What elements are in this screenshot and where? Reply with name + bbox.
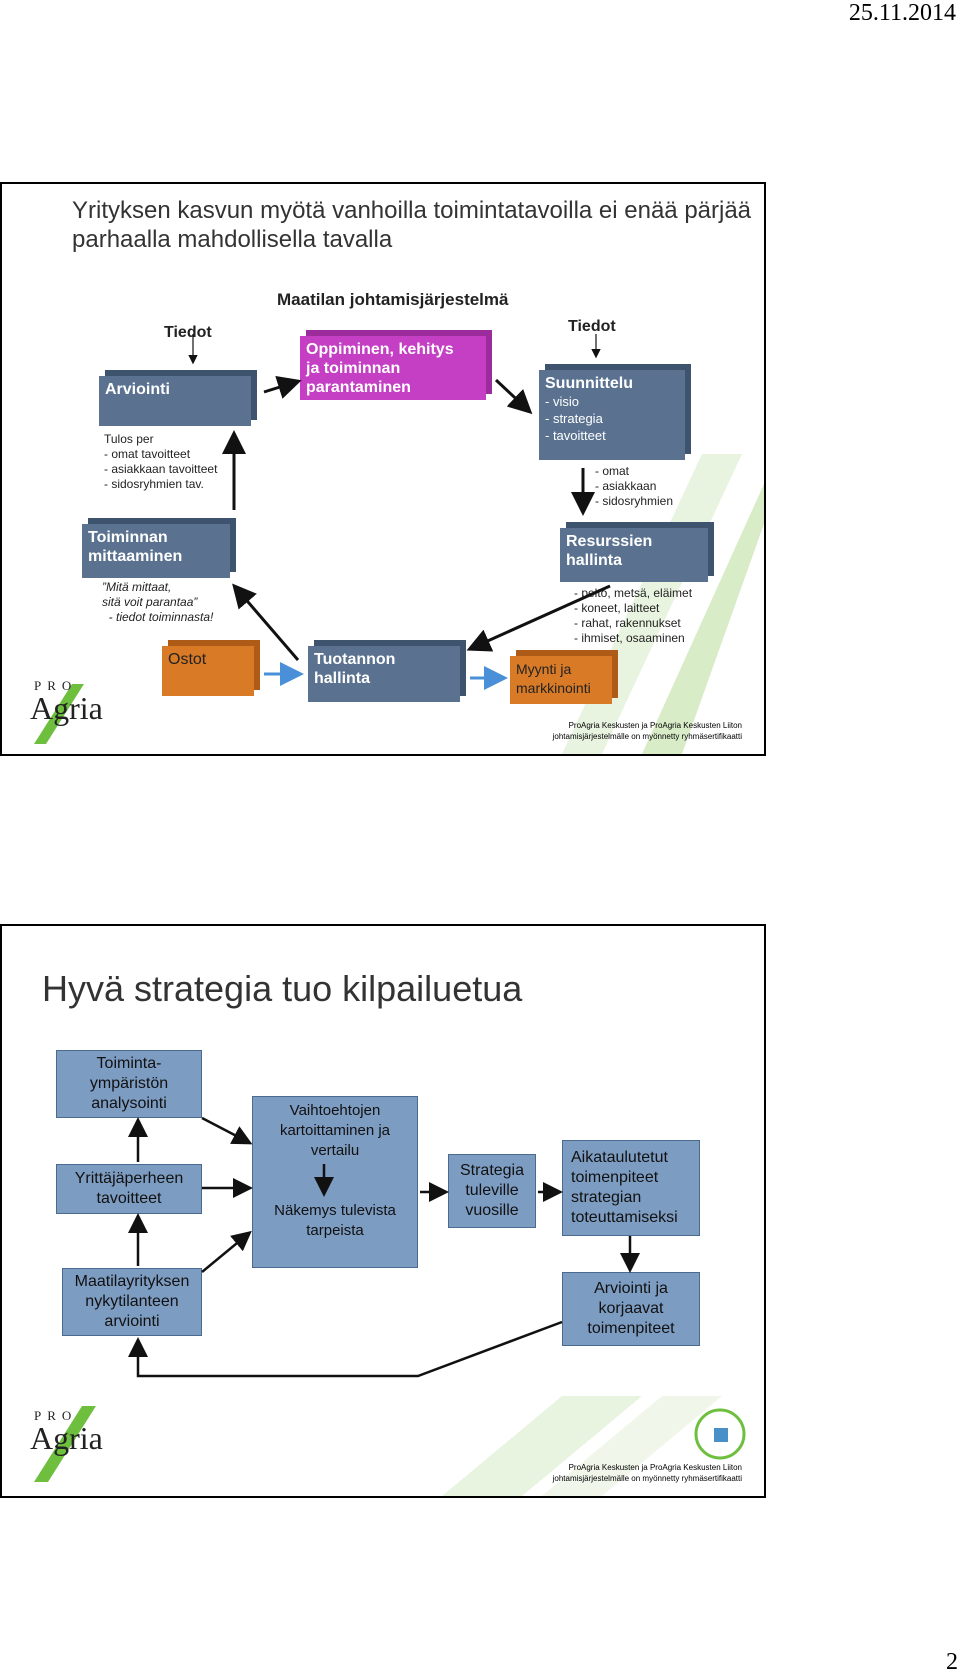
suunnittelu-notes: - omat - asiakkaan - sidosryhmien <box>595 464 674 508</box>
box-line: vuosille <box>465 1202 519 1219</box>
proagria-logo: PRO Agria <box>30 678 103 726</box>
mittaaminen-notes: ”Mitä mittaat, sitä voit parantaa” - tie… <box>102 580 214 624</box>
arviointi-korjaavat-box: Arviointi ja korjaavat toimenpiteet <box>562 1272 700 1346</box>
slide-title: Yrityksen kasvun myötä vanhoilla toimint… <box>72 197 752 253</box>
aikataulutetut-box: Aikataulutetut toimenpiteet strategian t… <box>562 1140 700 1236</box>
box-line: Strategia <box>459 1162 525 1179</box>
box-line: Toiminta- <box>96 1055 162 1072</box>
logo-pro-text: PRO <box>34 678 78 693</box>
logo-pro-text: PRO <box>34 1408 78 1423</box>
box-line: tavoitteet <box>96 1190 162 1207</box>
resurssit-notes: - pelto, metsä, eläimet - koneet, laitte… <box>574 586 693 645</box>
page-date: 25.11.2014 <box>848 0 956 26</box>
box-line: toimenpiteet <box>571 1169 659 1186</box>
logo-agria-text: Agria <box>30 690 103 726</box>
box-line: Yrittäjäperheen <box>74 1170 184 1187</box>
slide-johtamisjarjestelma: Yrityksen kasvun myötä vanhoilla toimint… <box>0 182 766 756</box>
box-line: toimenpiteet <box>587 1320 675 1337</box>
toimintaymparisto-box: Toiminta- ympäristön analysointi <box>56 1050 202 1118</box>
suunnittelu-title: Suunnittelu <box>545 375 633 392</box>
box-line: ympäristön <box>89 1075 169 1092</box>
slide-title: Hyvä strategia tuo kilpailuetua <box>42 968 523 1009</box>
maatilayritys-box: Maatilayrityksen nykytilanteen arviointi <box>62 1268 202 1336</box>
slide-footer: ProAgria Keskusten ja ProAgria Keskusten… <box>552 721 742 741</box>
box-line: analysointi <box>91 1095 167 1112</box>
box-line: Arviointi ja <box>594 1280 668 1297</box>
box-line: nykytilanteen <box>85 1293 179 1310</box>
resurssit-box: Resurssien hallinta <box>560 528 708 582</box>
box-line: Maatilayrityksen <box>74 1273 190 1290</box>
proagria-logo: PRO Agria <box>30 1408 103 1456</box>
box-line: toteuttamiseksi <box>571 1209 678 1226</box>
box-line: korjaavat <box>598 1300 664 1317</box>
ostot-box: Ostot <box>162 646 254 696</box>
page-number: 2 <box>946 1649 958 1675</box>
slide-footer: ProAgria Keskusten ja ProAgria Keskusten… <box>552 1463 742 1483</box>
myynti-box: Myynti ja markkinointi <box>510 656 612 704</box>
slide1-arrows <box>34 334 611 744</box>
vaihtoehdot-box: Vaihtoehtojen kartoittaminen ja vertailu… <box>252 1096 418 1268</box>
slide2-arrows <box>34 1116 746 1482</box>
box-line: arviointi <box>104 1313 160 1330</box>
diagram-title: Maatilan johtamisjärjestelmä <box>277 290 509 309</box>
tuotanto-box: Tuotannon hallinta <box>308 646 460 702</box>
suunnittelu-box: Suunnittelu - visio - strategia - tavoit… <box>539 370 685 460</box>
box-line: kartoittaminen ja <box>279 1122 391 1139</box>
tiedot-left-label: Tiedot <box>164 324 212 341</box>
mittaaminen-box: Toiminnan mittaaminen <box>82 524 230 578</box>
oppiminen-box: Oppiminen, kehitys ja toiminnan parantam… <box>300 336 486 400</box>
arviointi-box: Arviointi <box>99 376 251 426</box>
box-line: tuleville <box>465 1182 519 1199</box>
suunnittelu-items: - visio - strategia - tavoitteet <box>545 394 606 443</box>
box-line: Vaihtoehtojen <box>289 1102 381 1119</box>
box-line: strategian <box>571 1189 642 1206</box>
tiedot-right-label: Tiedot <box>568 318 616 335</box>
strategia-box: Strategia tuleville vuosille <box>448 1154 536 1228</box>
box-line: vertailu <box>310 1142 360 1159</box>
green-decoration <box>442 1396 722 1496</box>
slide-strategia: Hyvä strategia tuo kilpailuetua Toiminta… <box>0 924 766 1498</box>
box-line: tarpeista <box>306 1222 364 1239</box>
yrittajaperhe-box: Yrittäjäperheen tavoitteet <box>56 1164 202 1214</box>
box-line: Näkemys tulevista <box>274 1202 396 1219</box>
box-line: Aikataulutetut <box>571 1149 668 1166</box>
logo-agria-text: Agria <box>30 1420 103 1456</box>
arviointi-notes: Tulos per - omat tavoitteet - asiakkaan … <box>104 432 218 491</box>
